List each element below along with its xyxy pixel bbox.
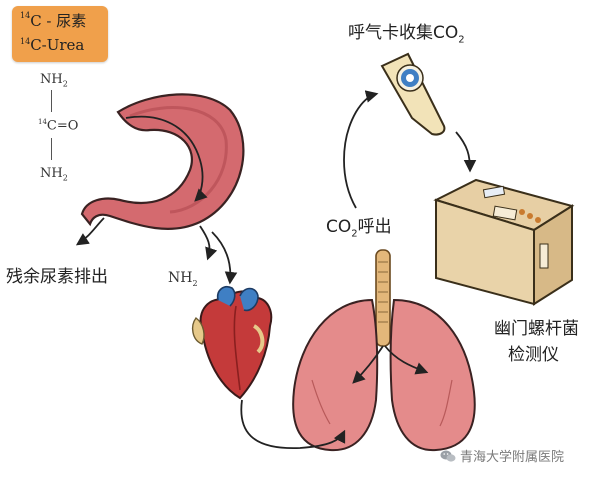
badge-urea-en: 14C-Urea (20, 36, 85, 54)
co2-exhale-label: CO2呼出 (326, 217, 392, 240)
co2-return-arrow (343, 90, 379, 209)
badge-urea-cn: 14C - 尿素 (20, 11, 87, 30)
residual-urea-label: 残余尿素排出 (6, 267, 108, 287)
detector-device-illustration (433, 178, 575, 306)
breath-card-illustration (380, 52, 446, 136)
wechat-icon (440, 450, 456, 462)
lungs-illustration (292, 249, 476, 452)
breath-card-label: 呼气卡收集CO2 (348, 23, 465, 46)
stomach-illustration (75, 93, 245, 285)
formula-bond-bottom (51, 138, 52, 160)
isotope-label-badge: 14C - 尿素 14C-Urea (12, 6, 108, 62)
card-to-device-arrow (455, 131, 477, 173)
watermark: 青海大学附属医院 (440, 446, 564, 465)
formula-bond-top (51, 90, 52, 112)
device-label-line2: 检测仪 (508, 345, 559, 365)
heart-illustration (191, 285, 273, 400)
formula-carbonyl: 14C=O (38, 118, 79, 134)
watermark-text: 青海大学附属医院 (460, 450, 565, 465)
device-label-line1: 幽门螺杆菌 (494, 319, 579, 339)
formula-nh2-bottom: NH2 (40, 166, 68, 183)
blood-flow-arrow (240, 399, 346, 449)
nh2-label: NH2 (168, 270, 198, 288)
formula-nh2-top: NH2 (40, 72, 68, 89)
